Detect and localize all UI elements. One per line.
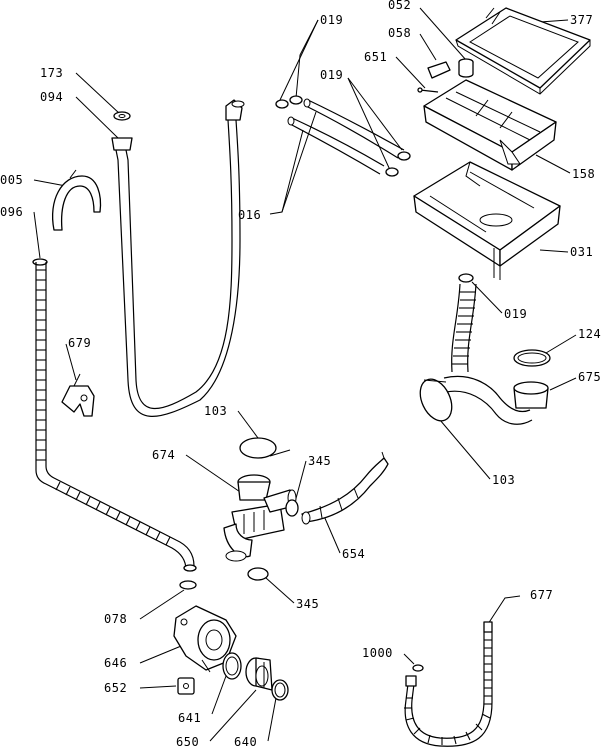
- label-675: 675: [578, 370, 601, 384]
- ring-1000: [412, 664, 424, 672]
- label-677: 677: [530, 588, 553, 602]
- bellows-hose: [451, 283, 477, 373]
- drawer-lid-377: [455, 7, 591, 95]
- label-651: 651: [364, 50, 387, 64]
- label-1000: 1000: [362, 646, 393, 660]
- sump-675: [443, 375, 549, 425]
- hose-guide-005: [52, 169, 102, 231]
- clamp-345-b: [247, 567, 269, 581]
- label-096: 096: [0, 205, 23, 219]
- flap-058: [427, 61, 451, 79]
- label-674: 674: [152, 448, 175, 462]
- filter-650: [245, 657, 273, 691]
- label-005: 005: [0, 173, 23, 187]
- label-052: 052: [388, 0, 411, 12]
- label-640: 640: [234, 735, 257, 749]
- drain-hose-ribs: [36, 269, 171, 546]
- clamp-103-a: [239, 437, 291, 459]
- label-158: 158: [572, 167, 595, 181]
- label-019-top: 019: [320, 13, 343, 27]
- clamp-103-b: [419, 378, 453, 422]
- clamp-019-c: [458, 273, 474, 283]
- label-679: 679: [68, 336, 91, 350]
- drain-hose-096: [32, 258, 197, 572]
- label-016: 016: [238, 208, 261, 222]
- label-377: 377: [570, 13, 593, 27]
- clamp-124: [513, 349, 551, 367]
- pump-filter-646: [173, 605, 237, 673]
- inlet-nut-173: [113, 111, 131, 121]
- plate-652: [177, 677, 195, 695]
- label-173: 173: [40, 66, 63, 80]
- clamp-019-b: [385, 151, 411, 177]
- inlet-hose-094: [111, 99, 245, 417]
- label-031: 031: [570, 245, 593, 259]
- label-078: 078: [104, 612, 127, 626]
- label-103-b: 103: [492, 473, 515, 487]
- siphon-cap-052: [458, 58, 474, 78]
- clamp-078: [179, 580, 197, 590]
- label-345-b: 345: [296, 597, 319, 611]
- hose-677: [404, 621, 493, 747]
- label-650: 650: [176, 735, 199, 749]
- label-019-low: 019: [504, 307, 527, 321]
- label-094: 094: [40, 90, 63, 104]
- label-124: 124: [578, 327, 601, 341]
- label-058: 058: [388, 26, 411, 40]
- gasket-641: [222, 652, 242, 680]
- label-641: 641: [178, 711, 201, 725]
- dispenser-housing-031: [413, 161, 561, 280]
- label-652: 652: [104, 681, 127, 695]
- label-103-a: 103: [204, 404, 227, 418]
- label-646: 646: [104, 656, 127, 670]
- hose-016: [287, 98, 405, 175]
- label-345-a: 345: [308, 454, 331, 468]
- clip-679: [61, 373, 95, 417]
- clamp-019-a: [275, 95, 303, 109]
- clamp-345-a: [285, 499, 299, 517]
- pin-651: [417, 87, 439, 93]
- hose-654: [301, 451, 389, 525]
- label-019-mid: 019: [320, 68, 343, 82]
- pump-housing-674: [223, 474, 297, 562]
- dispenser-drawer-158: [423, 79, 557, 171]
- label-654: 654: [342, 547, 365, 561]
- gasket-640: [271, 679, 289, 701]
